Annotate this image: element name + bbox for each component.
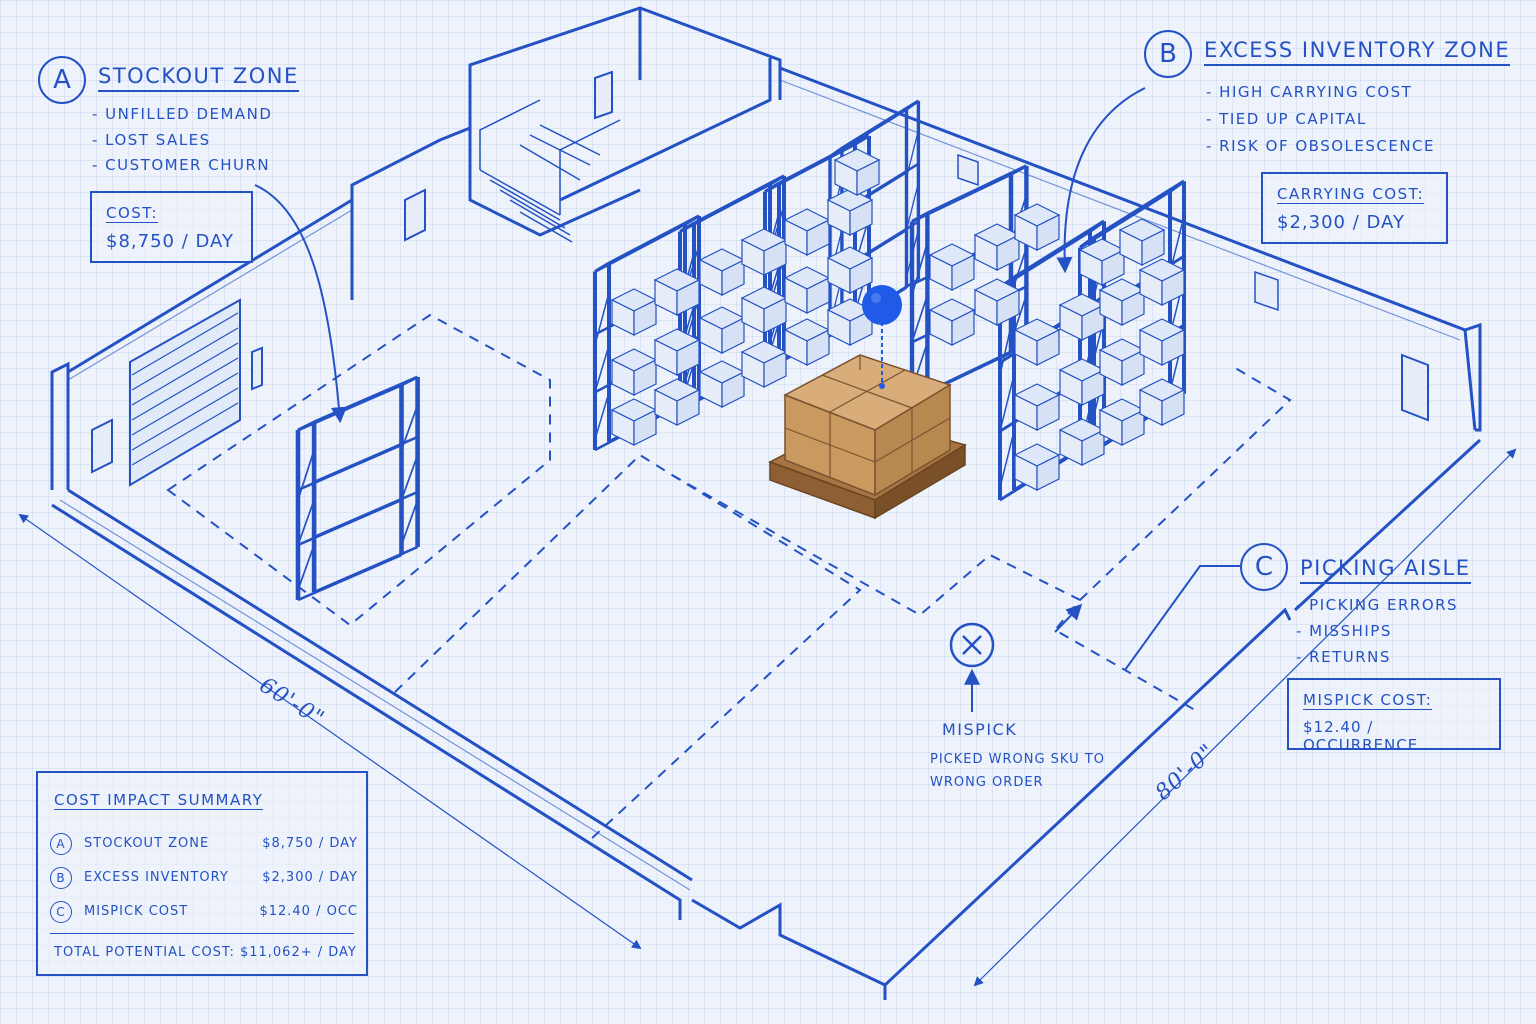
summary-divider: [50, 933, 354, 934]
zone-c-cost-box: Mispick Cost: $12.40 / OCCURRENCE: [1287, 678, 1501, 754]
summary-value: $2,300 / DAY: [262, 870, 358, 885]
zone-a-cost-box: Cost: $8,750 / DAY: [90, 191, 253, 263]
zone-b-bullet-3: - Risk of obsolescence: [1206, 137, 1435, 155]
zone-c-cost-label: Mispick Cost:: [1303, 691, 1433, 710]
zone-a-bullet-3: - Customer churn: [92, 156, 271, 174]
summary-marker: B: [50, 867, 72, 889]
summary-value: $12.40 / OCC: [259, 904, 358, 919]
pallet-of-boxes: [768, 354, 967, 520]
zone-c-title: Picking Aisle: [1300, 556, 1471, 584]
summary-name: Excess inventory: [84, 870, 229, 885]
location-pin-icon: [862, 285, 902, 389]
summary-value: $8,750 / DAY: [262, 836, 358, 851]
zone-a-bullet-2: - Lost sales: [92, 131, 211, 149]
summary-row: C Mispick cost $12.40 / OCC: [50, 901, 358, 927]
zone-b-cost-value: $2,300 / DAY: [1277, 212, 1405, 233]
marker-c: C: [1240, 543, 1288, 591]
summary-marker: C: [50, 901, 72, 923]
zone-a-cost-value: $8,750 / DAY: [106, 231, 234, 252]
windows: [957, 153, 1279, 312]
rack-boxes-right: [929, 203, 1185, 491]
mispick-description: Picked wrong SKU to wrong order: [930, 752, 1105, 790]
summary-row: A Stockout zone $8,750 / DAY: [50, 833, 358, 859]
summary-total: Total potential cost: $11,062+ / DAY: [54, 945, 357, 960]
mispick-label: Mispick: [942, 720, 1018, 739]
zone-b-bullet-2: - Tied up capital: [1206, 110, 1367, 128]
summary-row: B Excess inventory $2,300 / DAY: [50, 867, 358, 893]
zone-b-cost-box: Carrying Cost: $2,300 / DAY: [1261, 172, 1448, 244]
marker-a: A: [38, 56, 86, 104]
arrow-zone-a: [254, 184, 347, 424]
zone-a-cost-label: Cost:: [106, 204, 158, 223]
leader-zone-c: [1124, 565, 1240, 671]
zone-b-title: Excess Inventory Zone: [1204, 38, 1511, 66]
zone-c-bullet-2: - Misships: [1296, 622, 1392, 640]
empty-rack-zone-a: [298, 377, 418, 600]
staircase: [479, 99, 621, 243]
roll-up-door: [129, 298, 241, 487]
marker-b: B: [1144, 30, 1192, 78]
zone-a-title: Stockout Zone: [98, 64, 299, 92]
zone-b-bullet-1: - High carrying cost: [1206, 83, 1413, 101]
summary-name: Stockout zone: [84, 836, 210, 851]
zone-a-bullet-1: - Unfilled demand: [92, 105, 273, 123]
summary-title: Cost Impact Summary: [54, 791, 264, 810]
arrow-zone-b: [1056, 87, 1146, 274]
summary-name: Mispick cost: [84, 904, 189, 919]
zone-b-cost-label: Carrying Cost:: [1277, 185, 1425, 204]
zone-c-bullet-3: - Returns: [1296, 648, 1391, 666]
zone-c-bullet-1: - Picking errors: [1296, 596, 1459, 614]
summary-marker: A: [50, 833, 72, 855]
doors: [91, 70, 1429, 474]
mispick-x-icon: [949, 622, 995, 668]
cost-impact-summary: Cost Impact Summary A Stockout zone $8,7…: [36, 771, 368, 976]
zone-c-cost-value: $12.40 / OCCURRENCE: [1303, 718, 1419, 754]
